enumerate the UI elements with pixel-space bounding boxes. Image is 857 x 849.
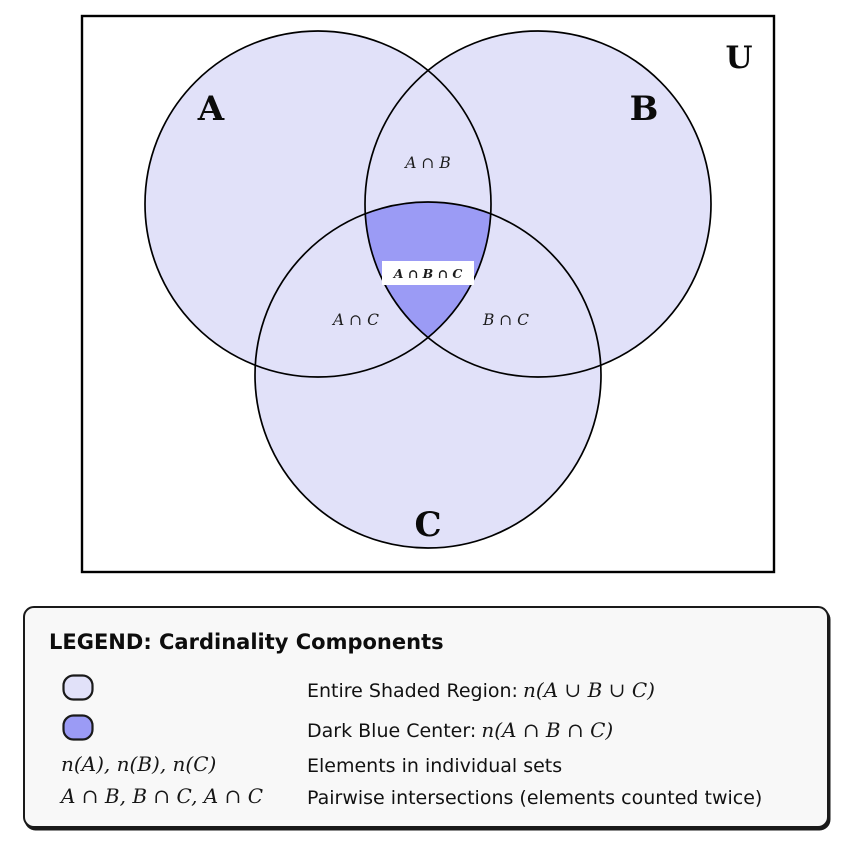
set-a-label: A [197, 89, 225, 129]
pairwise-intersections-formula: A ∩ B, B ∩ C, A ∩ C [61, 784, 264, 808]
legend-box: LEGEND: Cardinality Components Entire Sh… [23, 606, 829, 828]
set-a-outline [144, 30, 492, 378]
individual-sets-desc: Elements in individual sets [307, 755, 563, 777]
region-abc-label: A ∩ B ∩ C [393, 266, 463, 281]
union-row-formula: n(A ∪ B ∪ C) [523, 678, 655, 702]
venn-diagram: U A B C A ∩ B A ∩ B ∩ C A ∩ C B ∩ C [80, 14, 776, 574]
set-b-outline [364, 30, 712, 378]
region-ab-label: A ∩ B [403, 154, 450, 172]
pairwise-intersections-desc: Pairwise intersections (elements counted… [307, 787, 763, 809]
set-c-fill [255, 202, 601, 548]
legend-title: LEGEND: Cardinality Components [49, 630, 444, 654]
union-row-label: Entire Shaded Region: [307, 680, 518, 702]
legend-row-union: Entire Shaded Region: n(A ∪ B ∪ C) [307, 678, 655, 702]
dark-center-swatch [62, 714, 94, 741]
universe-label: U [725, 40, 752, 76]
individual-sets-formula: n(A), n(B), n(C) [61, 752, 217, 776]
dark-center-swatch-fill [62, 714, 94, 741]
set-c-outline [254, 201, 602, 549]
legend-row-center: Dark Blue Center: n(A ∩ B ∩ C) [307, 718, 613, 742]
region-abc-label-bg [382, 261, 474, 285]
center-row-formula: n(A ∩ B ∩ C) [481, 718, 614, 742]
region-bc-label: B ∩ C [482, 311, 529, 329]
region-ac-label: A ∩ C [331, 311, 379, 329]
light-region-swatch [62, 674, 94, 701]
set-c-label: C [414, 505, 441, 545]
light-region-swatch-fill [62, 674, 94, 701]
center-row-label: Dark Blue Center: [307, 720, 477, 742]
set-b-label: B [630, 89, 659, 129]
